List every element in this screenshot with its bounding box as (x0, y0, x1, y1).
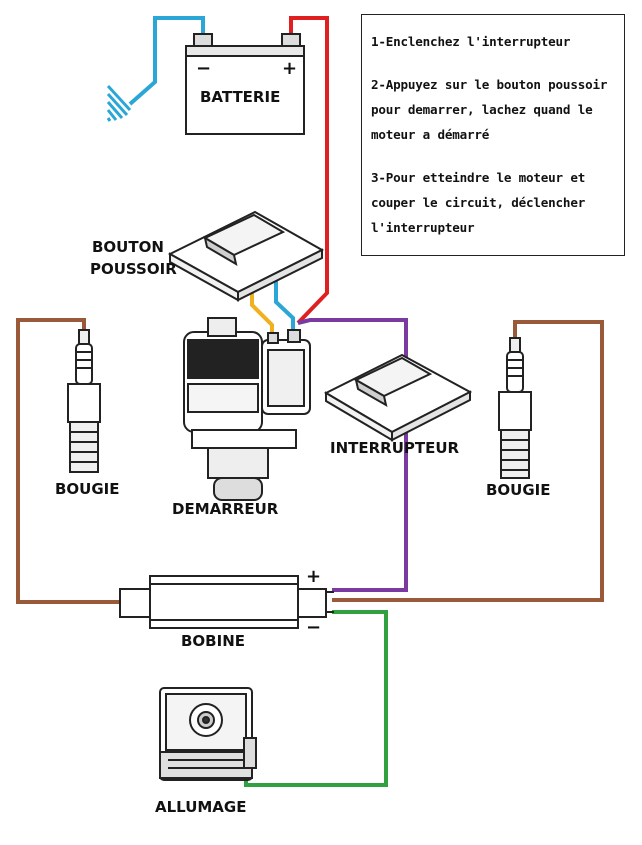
wire-battery-positive (289, 16, 329, 325)
switch-label: INTERRUPTEUR (330, 439, 460, 457)
instruction-step-2: 2-Appuyez sur le bouton poussoir pour de… (371, 77, 608, 142)
coil-plus-sign: + (306, 566, 321, 587)
spark-plug-left-label: BOUGIE (55, 480, 120, 498)
wire-plug-right (332, 320, 604, 602)
wire-button-blue (274, 280, 295, 332)
battery-label: BATTERIE (200, 88, 280, 106)
battery-minus-sign: − (196, 58, 211, 79)
battery-plus-sign: + (282, 58, 297, 79)
coil-label: BOBINE (181, 632, 245, 650)
ignition-coil (119, 575, 334, 629)
instructions-box: 1-Enclenchez l'interrupteur 2-Appuyez su… (361, 14, 625, 256)
push-button-label-line2: POUSSOIR (90, 260, 177, 278)
wire-ground (128, 16, 205, 106)
distributor (159, 687, 257, 781)
starter-motor (183, 317, 311, 501)
push-button (167, 210, 325, 302)
ground-symbol (106, 84, 132, 122)
distributor-label: ALLUMAGE (155, 798, 246, 816)
spark-plug-right-label: BOUGIE (486, 481, 551, 499)
battery (185, 33, 305, 135)
wire-switch-starter (297, 318, 408, 375)
coil-minus-sign: − (306, 617, 321, 638)
wire-switch-coil (332, 415, 408, 592)
instruction-step-3: 3-Pour etteindre le moteur et couper le … (371, 170, 586, 235)
wires (16, 16, 604, 787)
instruction-step-1: 1-Enclenchez l'interrupteur (371, 34, 571, 49)
push-button-label-line1: BOUTON (92, 238, 164, 256)
ignition-switch (323, 353, 473, 442)
wire-plug-left (16, 318, 120, 604)
spark-plug-right (498, 337, 532, 479)
spark-plug-left (67, 329, 101, 473)
starter-label: DEMARREUR (172, 500, 279, 518)
